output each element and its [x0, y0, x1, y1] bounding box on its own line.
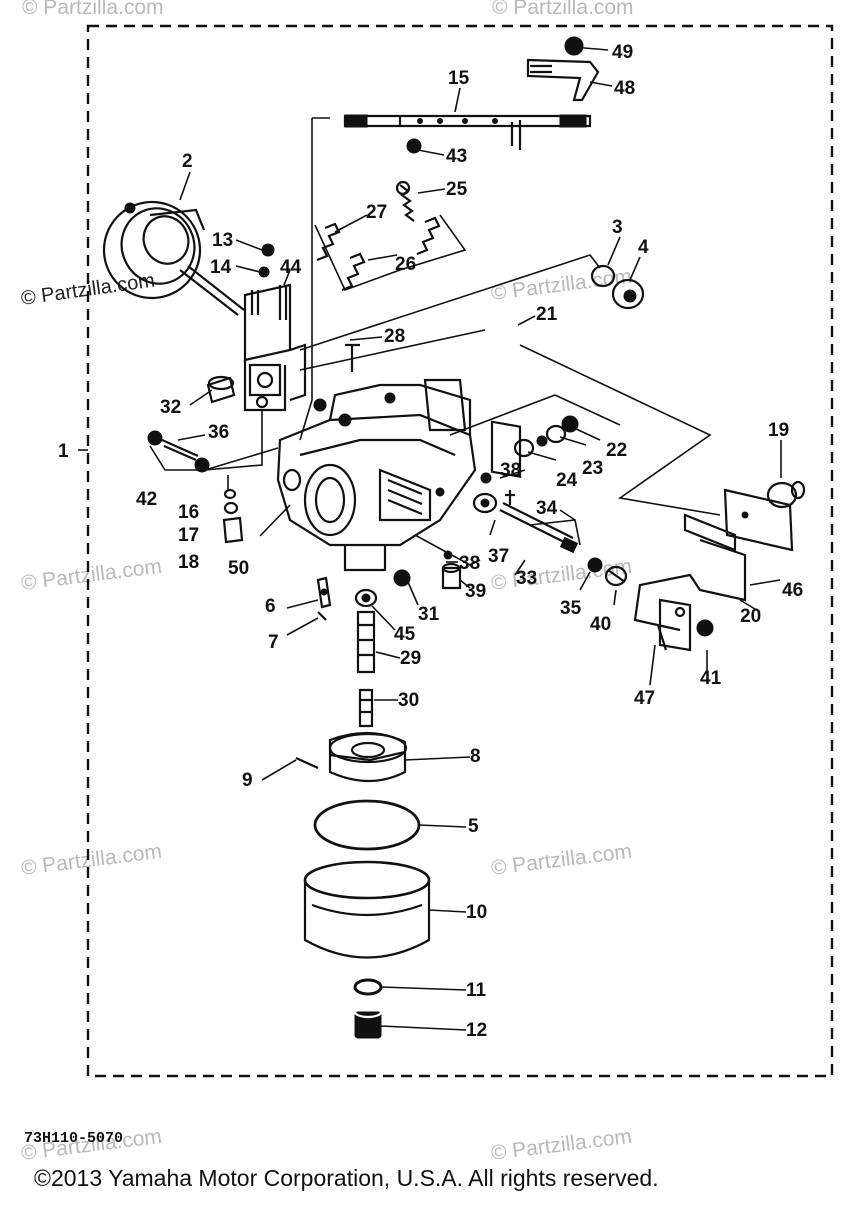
idle-screws	[513, 415, 579, 458]
watermark: © Partzilla.com	[20, 840, 163, 880]
callout-18: 18	[178, 552, 199, 573]
float-pin	[295, 756, 319, 770]
callout-37: 37	[488, 546, 509, 567]
callout-27: 27	[366, 202, 387, 223]
callout-5: 5	[468, 816, 479, 837]
callout-44: 44	[280, 257, 302, 278]
float-bowl	[303, 860, 431, 959]
callout-25: 25	[446, 179, 468, 200]
carburetor-body	[276, 378, 477, 572]
callout-14: 14	[210, 257, 232, 278]
choke-shaft	[472, 472, 581, 554]
callout-29: 29	[400, 648, 421, 669]
callout-10: 10	[466, 902, 487, 923]
callout-1: 1	[58, 441, 69, 462]
callout-35: 35	[560, 598, 582, 619]
callout-43: 43	[446, 146, 467, 167]
callout-26: 26	[395, 254, 416, 275]
fuel-fittings	[587, 557, 628, 587]
watermark: © Partzilla.com	[20, 555, 163, 595]
callout-47: 47	[634, 688, 655, 709]
assembly-border	[86, 24, 834, 1078]
drawing-code: 73H110-5070	[24, 1130, 123, 1147]
callout-numbers: 1 2 3 4 5 6 7 8 9 10 11 12 13 14 15 16 1…	[58, 42, 803, 1041]
callout-3: 3	[612, 217, 623, 238]
plug-32	[206, 375, 236, 404]
callout-46: 46	[782, 580, 803, 601]
callout-42: 42	[136, 489, 157, 510]
watermark: © Partzilla.com	[490, 840, 633, 880]
callout-13: 13	[212, 230, 233, 251]
diaphragm-assembly	[102, 200, 245, 316]
choke-bracket	[243, 243, 307, 412]
watermark: © Partzilla.com	[490, 1125, 633, 1165]
callout-30: 30	[398, 690, 419, 711]
bowl-gasket	[313, 799, 421, 851]
drain-washer	[353, 978, 383, 996]
jet-38-39	[441, 550, 462, 590]
shaft-screw	[406, 138, 422, 154]
callout-12: 12	[466, 1020, 487, 1041]
callout-32: 32	[160, 397, 181, 418]
copyright-notice: ©2013 Yamaha Motor Corporation, U.S.A. A…	[34, 1165, 659, 1191]
callout-41: 41	[700, 668, 722, 689]
jet-stack-16-18	[222, 475, 244, 544]
float-needle	[316, 576, 332, 621]
callout-15: 15	[448, 68, 470, 89]
pilot-screw	[147, 430, 279, 473]
float-8	[328, 731, 408, 782]
callout-11: 11	[466, 980, 487, 1001]
callout-22: 22	[606, 440, 627, 461]
adjust-springs	[314, 180, 467, 292]
callout-38: 38	[500, 460, 521, 481]
callout-24: 24	[556, 470, 578, 491]
callout-48: 48	[614, 78, 635, 99]
washer-3	[590, 264, 616, 288]
callout-17: 17	[178, 525, 199, 546]
callout-20: 20	[740, 606, 761, 627]
washer-4-core	[623, 289, 637, 303]
callout-36: 36	[208, 422, 229, 443]
main-jet-stack	[354, 569, 411, 728]
callout-7: 7	[268, 632, 279, 653]
callout-33: 33	[516, 568, 537, 589]
gasket-21	[490, 420, 522, 478]
callout-2: 2	[182, 151, 193, 172]
callout-49: 49	[612, 42, 633, 63]
callout-40: 40	[590, 614, 611, 635]
callout-23: 23	[582, 458, 603, 479]
watermark: © Partzilla.com	[22, 0, 164, 19]
callout-6: 6	[265, 596, 276, 617]
callout-38-lower: 38	[459, 553, 480, 574]
callout-9: 9	[242, 770, 253, 791]
callout-28: 28	[384, 326, 405, 347]
callout-34: 34	[536, 498, 558, 519]
callout-21: 21	[536, 304, 558, 325]
callout-4: 4	[638, 237, 649, 258]
parts-drawing	[102, 36, 806, 1039]
throttle-lever-bracket	[526, 36, 600, 102]
callout-50: 50	[228, 558, 249, 579]
callout-leaders	[78, 46, 782, 1031]
bracket-parts-right	[633, 480, 806, 652]
callout-39: 39	[465, 581, 486, 602]
drain-screw	[353, 1005, 383, 1039]
watermark: © Partzilla.com	[490, 555, 633, 595]
callout-16: 16	[178, 502, 199, 523]
washer-4	[611, 278, 645, 310]
throttle-shaft	[343, 114, 592, 150]
callout-45: 45	[394, 624, 416, 645]
watermark: © Partzilla.com	[492, 0, 634, 19]
callout-8: 8	[470, 746, 481, 767]
callout-19: 19	[768, 420, 789, 441]
callout-31: 31	[418, 604, 440, 625]
